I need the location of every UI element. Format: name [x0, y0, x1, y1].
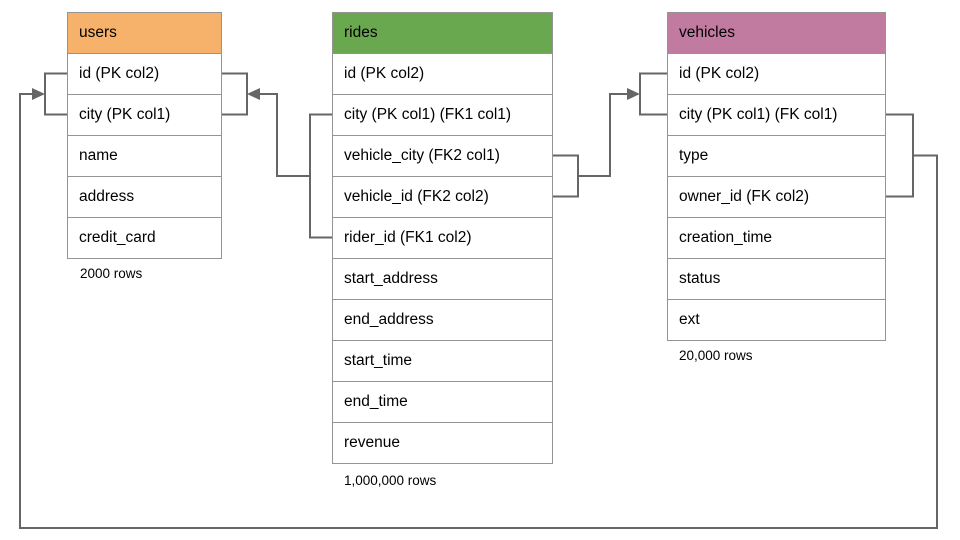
table-rides-header: rides — [333, 13, 552, 53]
table-row: vehicle_city (FK2 col1) — [333, 135, 552, 176]
table-row: id (PK col2) — [68, 53, 221, 94]
arrowhead-into-users-left — [32, 88, 45, 100]
table-vehicles: vehicles id (PK col2) city (PK col1) (FK… — [667, 12, 886, 341]
table-row: creation_time — [668, 217, 885, 258]
table-row: city (PK col1) — [68, 94, 221, 135]
table-rides-row-count: 1,000,000 rows — [344, 473, 437, 488]
table-row: status — [668, 258, 885, 299]
bracket-users-left — [44, 72, 68, 116]
table-vehicles-row-count: 20,000 rows — [679, 348, 753, 363]
connector-rides-to-users-line — [260, 93, 310, 177]
table-users: users id (PK col2) city (PK col1) name a… — [67, 12, 222, 259]
table-row: end_time — [333, 381, 552, 422]
relationship-rides-to-vehicles — [553, 72, 668, 198]
table-row: rider_id (FK1 col2) — [333, 217, 552, 258]
bracket-rides-right — [553, 154, 579, 198]
table-row: start_time — [333, 340, 552, 381]
table-row: address — [68, 176, 221, 217]
table-row: owner_id (FK col2) — [668, 176, 885, 217]
table-row: city (PK col1) (FK col1) — [668, 94, 885, 135]
bracket-users-right — [222, 72, 248, 116]
bracket-rides-left — [309, 113, 333, 239]
table-row: end_address — [333, 299, 552, 340]
table-row: id (PK col2) — [668, 53, 885, 94]
table-users-row-count: 2000 rows — [80, 266, 143, 281]
table-row: ext — [668, 299, 885, 340]
bracket-vehicles-right — [886, 113, 914, 198]
table-rides: rides id (PK col2) city (PK col1) (FK1 c… — [332, 12, 553, 464]
connector-rides-to-vehicles-line — [578, 93, 627, 177]
bracket-vehicles-left — [639, 72, 668, 116]
table-row: start_address — [333, 258, 552, 299]
table-row: vehicle_id (FK2 col2) — [333, 176, 552, 217]
table-row: credit_card — [68, 217, 221, 258]
table-row: type — [668, 135, 885, 176]
table-users-header: users — [68, 13, 221, 53]
arrowhead-into-users-right — [247, 88, 260, 100]
table-vehicles-header: vehicles — [668, 13, 885, 53]
connector-vehicles-to-users-line — [19, 93, 938, 529]
relationship-vehicles-to-users — [19, 72, 938, 529]
table-row: name — [68, 135, 221, 176]
table-row: revenue — [333, 422, 552, 463]
arrowhead-into-vehicles-left — [627, 88, 640, 100]
table-row: city (PK col1) (FK1 col1) — [333, 94, 552, 135]
table-row: id (PK col2) — [333, 53, 552, 94]
relationship-rides-to-users — [222, 72, 333, 239]
